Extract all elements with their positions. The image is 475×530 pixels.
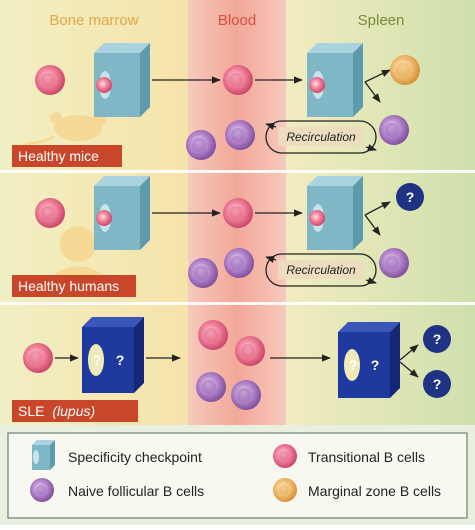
legend-marginal-icon <box>273 478 297 502</box>
legend-naive-label: Naive follicular B cells <box>68 483 204 499</box>
panel-sle: ? ? ? ? ? <box>12 317 451 422</box>
specificity-checkpoint-unknown: ? ? <box>338 322 400 398</box>
legend-checkpoint-icon <box>32 440 55 470</box>
naive-follicular-b-cell <box>379 248 409 278</box>
arrow <box>364 69 391 83</box>
row-label-healthy-mice: Healthy mice <box>12 145 122 167</box>
recirculation-label: Recirculation <box>286 130 356 144</box>
transitional-b-cell <box>23 343 53 373</box>
svg-text:?: ? <box>116 352 125 368</box>
transitional-b-cell <box>223 198 253 228</box>
naive-follicular-b-cell <box>224 248 254 278</box>
arrow <box>399 344 419 361</box>
arrow <box>364 214 381 236</box>
panel-healthy-mice: Recirculation Healthy mice <box>12 43 420 167</box>
svg-text:?: ? <box>349 357 358 373</box>
specificity-checkpoint <box>94 43 150 117</box>
naive-follicular-b-cell <box>379 115 409 145</box>
specificity-checkpoint <box>94 176 150 250</box>
legend-transitional-label: Transitional B cells <box>308 449 425 465</box>
recirculation-label: Recirculation <box>286 263 356 277</box>
naive-follicular-b-cell <box>196 372 226 402</box>
specificity-checkpoint <box>307 176 363 250</box>
unknown-cell-fate: ? <box>396 183 424 211</box>
marginal-zone-b-cell <box>390 55 420 85</box>
legend: Specificity checkpoint Transitional B ce… <box>0 425 475 525</box>
arrow <box>364 81 381 103</box>
svg-text:Healthy mice: Healthy mice <box>18 148 99 164</box>
arrow <box>364 201 391 216</box>
svg-text:SLE (lupus): SLE (lupus) <box>18 403 95 419</box>
transitional-b-cell <box>198 320 228 350</box>
legend-marginal-label: Marginal zone B cells <box>308 483 441 499</box>
svg-text:?: ? <box>406 189 415 205</box>
svg-text:?: ? <box>93 352 102 368</box>
unknown-cell-fate: ? <box>423 370 451 398</box>
legend-naive-icon <box>30 478 54 502</box>
arrow <box>399 361 419 378</box>
recirculation-loop: Recirculation <box>265 120 377 154</box>
legend-checkpoint-label: Specificity checkpoint <box>68 449 202 465</box>
specificity-checkpoint <box>307 43 363 117</box>
transitional-b-cell <box>223 65 253 95</box>
transitional-b-cell <box>35 198 65 228</box>
svg-text:?: ? <box>371 357 380 373</box>
svg-text:Healthy humans: Healthy humans <box>18 278 119 294</box>
recirculation-loop: Recirculation <box>265 253 377 287</box>
panel-healthy-humans: ? Recirculation Healthy humans <box>12 176 424 297</box>
column-header-blood: Blood <box>218 12 256 29</box>
column-header-spleen: Spleen <box>358 12 405 29</box>
legend-transitional-icon <box>273 444 297 468</box>
panel-divider <box>0 302 475 305</box>
transitional-b-cell <box>235 336 265 366</box>
naive-follicular-b-cell <box>188 258 218 288</box>
naive-follicular-b-cell <box>225 120 255 150</box>
naive-follicular-b-cell <box>186 130 216 160</box>
specificity-checkpoint-unknown: ? ? <box>82 317 144 393</box>
unknown-cell-fate: ? <box>423 325 451 353</box>
svg-text:?: ? <box>433 331 442 347</box>
panel-divider <box>0 170 475 173</box>
column-header-bone-marrow: Bone marrow <box>49 12 138 29</box>
row-label-healthy-humans: Healthy humans <box>12 275 136 297</box>
svg-text:?: ? <box>433 376 442 392</box>
row-label-sle: SLE (lupus) <box>12 400 138 422</box>
transitional-b-cell <box>35 65 65 95</box>
naive-follicular-b-cell <box>231 380 261 410</box>
